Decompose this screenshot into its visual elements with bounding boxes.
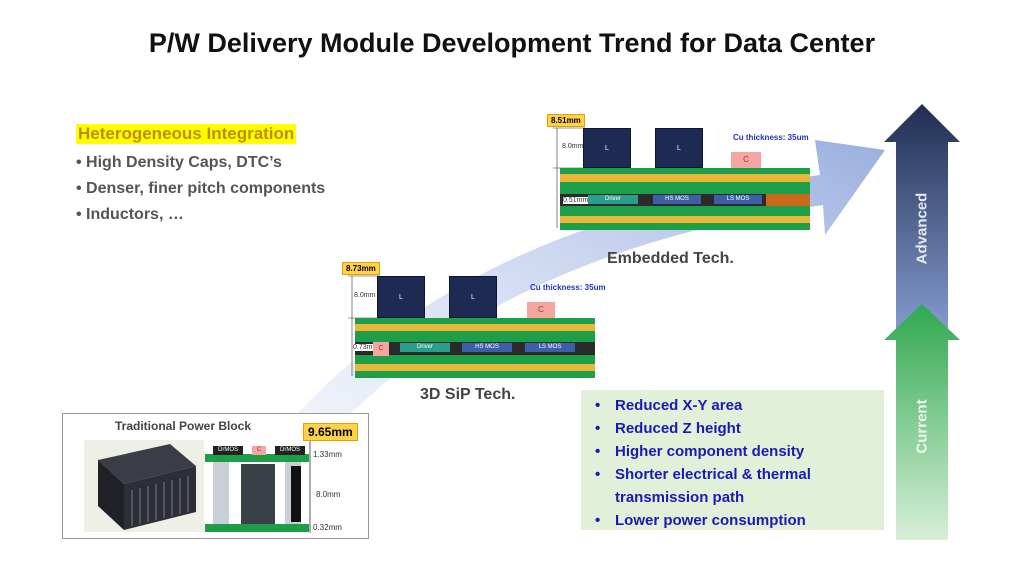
traditional-label: Traditional Power Block bbox=[115, 419, 252, 433]
embedded-dim-board: 0.51mm bbox=[563, 197, 589, 204]
embedded-dim-inductor: 8.0mm bbox=[562, 143, 584, 150]
traditional-drmos-right: DrMOS bbox=[275, 446, 305, 455]
traditional-height-badge: 9.65mm bbox=[303, 423, 358, 441]
benefits-box: Reduced X-Y area Reduced Z height Higher… bbox=[581, 390, 884, 530]
list-item: High Density Caps, DTC’s bbox=[76, 150, 325, 176]
embedded-driver: Driver bbox=[588, 195, 638, 204]
sip-cu-note: Cu thickness: 35um bbox=[530, 283, 606, 292]
traditional-cross-section bbox=[205, 454, 309, 532]
sip-height-badge: 8.73mm bbox=[342, 262, 380, 275]
traditional-dim-mid: 8.0mm bbox=[316, 490, 341, 499]
page-title: P/W Delivery Module Development Trend fo… bbox=[148, 28, 876, 58]
sip-hs-mos: HS MOS bbox=[462, 343, 512, 352]
traditional-cap: C bbox=[252, 446, 266, 455]
embedded-cap: C bbox=[731, 152, 761, 168]
sip-driver: Driver bbox=[400, 343, 450, 352]
traditional-photo bbox=[84, 440, 204, 532]
embedded-ls-mos: LS MOS bbox=[714, 195, 762, 204]
progress-arrow bbox=[884, 104, 960, 540]
list-item: Higher component density bbox=[595, 440, 884, 463]
embedded-cu-note: Cu thickness: 35um bbox=[733, 133, 809, 142]
traditional-dim-bottom: 0.32mm bbox=[313, 523, 342, 532]
sip-label: 3D SiP Tech. bbox=[420, 386, 516, 403]
sip-dim-inductor: 8.0mm bbox=[354, 292, 376, 299]
sip-ls-mos: LS MOS bbox=[525, 343, 575, 352]
traditional-dim-top: 1.33mm bbox=[313, 450, 342, 459]
traditional-dimension-line bbox=[309, 441, 311, 533]
embedded-inductor-1: L bbox=[583, 128, 631, 168]
list-item: Lower power consumption bbox=[595, 509, 884, 532]
advanced-label: Advanced bbox=[913, 192, 931, 265]
embedded-height-badge: 8.51mm bbox=[547, 114, 585, 127]
sip-cap-embedded: C bbox=[373, 342, 389, 356]
embedded-inductor-2: L bbox=[655, 128, 703, 168]
current-label: Current bbox=[913, 399, 931, 454]
traditional-drmos-left: DrMOS bbox=[213, 446, 243, 455]
sip-cap-top: C bbox=[527, 302, 555, 318]
heterogeneous-list: High Density Caps, DTC’s Denser, finer p… bbox=[76, 150, 325, 228]
list-item: Inductors, … bbox=[76, 202, 325, 228]
sip-inductor-1: L bbox=[377, 276, 425, 318]
list-item: Denser, finer pitch components bbox=[76, 176, 325, 202]
list-item: Reduced Z height bbox=[595, 417, 884, 440]
sip-dim-board: 0.73mm bbox=[353, 344, 379, 351]
list-item: Reduced X-Y area bbox=[595, 394, 884, 417]
embedded-label: Embedded Tech. bbox=[607, 250, 734, 267]
sip-inductor-2: L bbox=[449, 276, 497, 318]
list-item: Shorter electrical & thermal transmissio… bbox=[595, 463, 884, 509]
embedded-hs-mos: HS MOS bbox=[653, 195, 701, 204]
heterogeneous-heading: Heterogeneous Integration bbox=[76, 124, 297, 144]
